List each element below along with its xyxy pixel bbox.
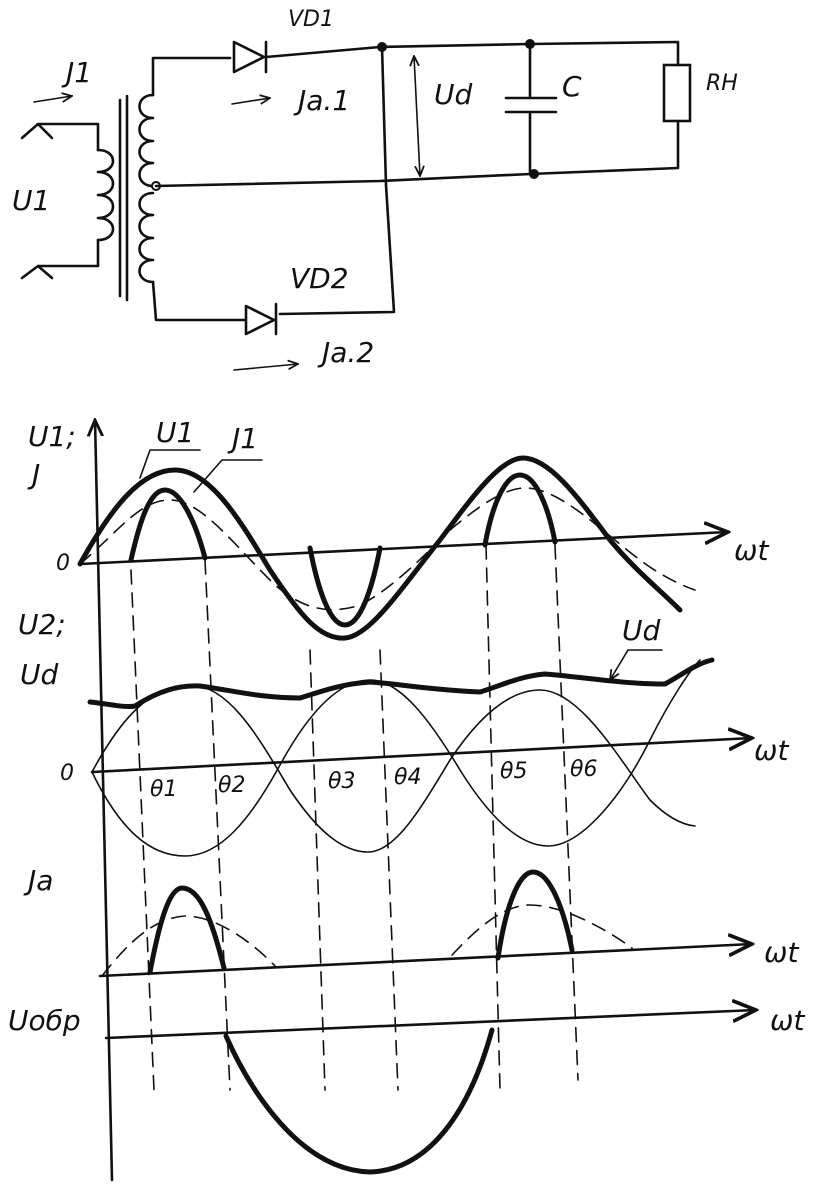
- pointer-ud: [610, 649, 663, 680]
- top-wire: [151, 56, 232, 97]
- ja1-current-arrow: [231, 98, 270, 105]
- junction-top-c: [525, 39, 535, 49]
- label-ud-circuit: Ud: [434, 78, 472, 111]
- panel2-y-label-1: U2;: [18, 608, 66, 641]
- bottom-wire: [151, 280, 246, 322]
- label-ja2: Ja.2: [317, 336, 374, 369]
- ja2-current-arrow: [233, 364, 298, 371]
- panel3-x-label: ωt: [764, 936, 799, 969]
- pointer-j1: [193, 459, 263, 493]
- panel3-dashed-2: [451, 904, 633, 956]
- theta3-line: [309, 649, 326, 1091]
- panel2-u2b-curve: [91, 659, 701, 857]
- waveform-graphs: U1; J 0 ωt U1 J1 U2; Ud 0 ωt Ud θ1 θ2 θ3…: [8, 416, 805, 1182]
- junction-bottom-c: [529, 169, 539, 179]
- input-terminal-top: [20, 122, 100, 152]
- load-resistor: [662, 63, 692, 123]
- vd2-return-wire: [278, 45, 396, 316]
- theta1-line: [130, 569, 155, 1091]
- panel2-y-label-2: Ud: [20, 658, 58, 691]
- input-terminal-bottom: [20, 238, 100, 280]
- j1-current-arrow: [33, 96, 72, 103]
- label-vd2: VD2: [290, 262, 349, 295]
- panel1-j1-pulse-1: [128, 487, 208, 563]
- panel3-dashed-1: [101, 915, 276, 977]
- panel3-x-axis: [98, 944, 752, 978]
- panel4-y-label: Uобр: [8, 1004, 81, 1037]
- panel1-y-label-2: J: [27, 458, 40, 491]
- theta1-label: θ1: [150, 777, 177, 802]
- panel1-origin: 0: [56, 551, 70, 576]
- panel1-u1-label: U1: [156, 416, 194, 449]
- theta5-label: θ5: [500, 759, 527, 784]
- panel2-origin: 0: [60, 761, 74, 786]
- label-rh: RH: [706, 71, 738, 96]
- theta6-label: θ6: [570, 757, 597, 782]
- panel2-x-axis: [90, 738, 752, 774]
- panel2-x-label: ωt: [754, 734, 789, 767]
- theta4-label: θ4: [394, 765, 421, 790]
- secondary-winding-upper: [138, 93, 155, 188]
- panel2-ud-label: Ud: [622, 614, 660, 647]
- label-vd1: VD1: [288, 7, 334, 32]
- pointer-u1: [139, 449, 201, 479]
- label-u1-circuit: U1: [12, 184, 50, 217]
- panel3-ja-pulse-1: [147, 885, 227, 975]
- vertical-axis: [95, 420, 114, 1182]
- label-j1-circuit: J1: [61, 56, 92, 89]
- panel1-u1-curve: [77, 455, 683, 641]
- primary-winding: [96, 148, 115, 242]
- theta6-line: [554, 544, 579, 1081]
- label-ja1: Ja.1: [293, 84, 350, 117]
- panel1-x-axis: [78, 532, 728, 566]
- label-c: C: [562, 70, 582, 103]
- panel3-y-label: Ja: [23, 864, 53, 897]
- theta2-line: [204, 559, 231, 1091]
- panel3-ja-pulse-2: [495, 869, 575, 961]
- panel1-j1-pulse-3: [482, 472, 558, 548]
- panel1-y-label-1: U1;: [28, 420, 76, 453]
- theta5-line: [485, 544, 501, 1091]
- circuit-schematic: VD1 J1 U1 Ja.1 Ud C RH VD2 Ja.2: [12, 7, 738, 371]
- theta2-label: θ2: [218, 773, 245, 798]
- panel4-x-label: ωt: [770, 1004, 805, 1037]
- vd2-diode: [244, 302, 278, 336]
- secondary-winding-lower: [138, 191, 155, 284]
- output-positive-wire: [264, 40, 680, 67]
- theta4-line: [379, 649, 399, 1091]
- capacitor-symbol: [504, 42, 558, 176]
- panel4-uobr-curve: [223, 1027, 495, 1175]
- panel1-j1-pulse-2: [307, 545, 383, 628]
- panel1-x-label: ωt: [734, 534, 769, 567]
- vd1-diode: [232, 40, 268, 74]
- panel1-j1-label: J1: [227, 422, 258, 455]
- theta3-label: θ3: [328, 769, 355, 794]
- panel4-x-axis: [104, 1010, 756, 1040]
- ud-voltage-arrow: [414, 56, 420, 176]
- panel1-j1-dashed-curve: [79, 487, 696, 611]
